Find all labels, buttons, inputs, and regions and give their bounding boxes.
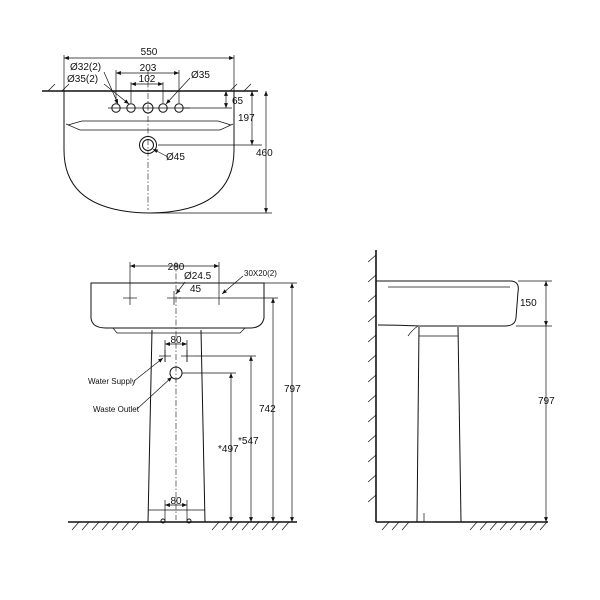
- side-wall-hatch: [367, 254, 377, 503]
- tap-hole-front: [167, 291, 181, 305]
- top-wall-hatch: [47, 83, 252, 92]
- dim-waste-d45: Ø45: [166, 152, 185, 163]
- top-basin-outline: [63, 91, 235, 214]
- fixing-hole-left: [123, 291, 137, 305]
- front-basin-outline: [90, 282, 265, 329]
- dim-hole-spacing-102: 102: [139, 74, 156, 85]
- fixing-hole-right: [212, 291, 226, 305]
- label-waste-outlet: Waste Outlet: [93, 405, 140, 414]
- dim-height-547: *547: [238, 436, 259, 447]
- dim-height-742: 742: [259, 404, 276, 415]
- dim-hole-d35: Ø35: [191, 70, 210, 81]
- top-bowl-inner: [65, 123, 234, 131]
- dim-tap-offset-65: 65: [232, 96, 244, 107]
- dim-depth-460: 460: [256, 148, 273, 159]
- dim-pedestal-top-80: 80: [170, 335, 182, 346]
- supply-points: [159, 350, 193, 362]
- dim-fixing-spacing-280: 280: [168, 262, 185, 273]
- dim-bowl-depth-150: 150: [520, 298, 537, 309]
- dim-height-797: 797: [284, 384, 301, 395]
- side-basin-outline: [376, 280, 519, 327]
- dim-hole-spacing-203: 203: [140, 63, 157, 74]
- front-floor-hatch: [71, 521, 290, 531]
- dim-slot-30x20: 30X20(2): [244, 269, 277, 278]
- front-holes: [123, 291, 226, 305]
- dim-width-550: 550: [141, 47, 158, 58]
- side-view: 150 797: [367, 250, 555, 531]
- dim-waste-offset-197: 197: [238, 113, 255, 124]
- dim-height-497: *497: [218, 444, 239, 455]
- label-water-supply: Water Supply: [88, 377, 136, 386]
- front-view: 280 Ø24.5 30X20(2) 45 80 80: [68, 262, 301, 531]
- tap-holes: [108, 102, 190, 114]
- dim-fixing-offset-45: 45: [190, 284, 202, 295]
- top-view: 550 203 102 Ø32(2) Ø35(2) Ø35 65 197 460: [42, 47, 273, 214]
- dim-side-height-797: 797: [538, 396, 555, 407]
- side-floor-hatch: [381, 521, 548, 531]
- front-pedestal: [147, 329, 206, 523]
- dim-hole-d35-pair: Ø35(2): [67, 74, 98, 85]
- side-pedestal: [416, 326, 462, 523]
- dim-hole-d24-5: Ø24.5: [184, 271, 212, 282]
- dim-hole-d32: Ø32(2): [70, 62, 101, 73]
- dim-pedestal-base-80: 80: [170, 496, 182, 507]
